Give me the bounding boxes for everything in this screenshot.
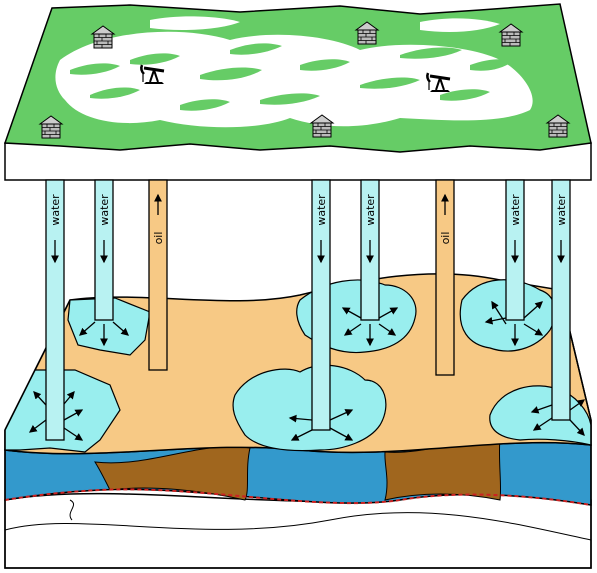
- water-label: water: [509, 194, 522, 226]
- surface-vegetation-streaks: [70, 43, 512, 111]
- pipe-labels: water water oil water water oil water wa…: [49, 194, 568, 245]
- oil-label: oil: [152, 232, 165, 245]
- surface-block: [3, 3, 592, 181]
- water-injection-well: [311, 179, 331, 431]
- water-label: water: [364, 194, 377, 226]
- oil-water-contact: [4, 488, 592, 506]
- water-label: water: [315, 194, 328, 226]
- oil-bands: [94, 437, 502, 501]
- water-label: water: [49, 194, 62, 226]
- water-label: water: [555, 194, 568, 226]
- water-injection-well: [45, 179, 65, 441]
- water-label: water: [98, 194, 111, 226]
- oil-production-well: [435, 179, 455, 376]
- flow-arrows: [28, 193, 586, 441]
- oil-production-well: [148, 179, 168, 371]
- water-injection-well: [551, 179, 571, 421]
- well-pipes: [45, 179, 571, 441]
- bedrock-fracture: [4, 512, 592, 541]
- oil-label: oil: [439, 232, 452, 245]
